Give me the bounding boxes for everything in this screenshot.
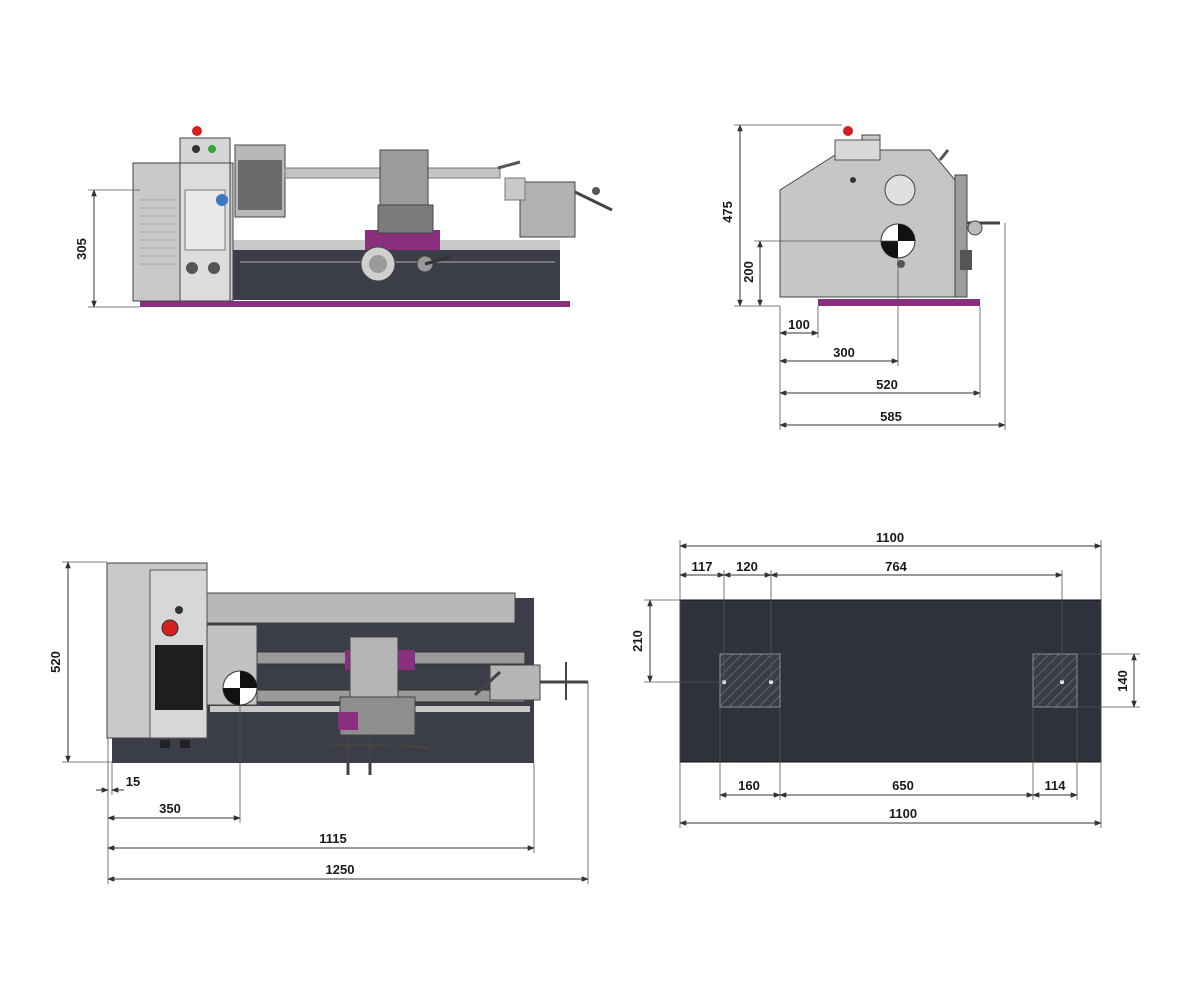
dim-label-350: 350	[159, 801, 181, 816]
lathe-side-drawing	[779, 126, 1000, 306]
dim-label-300: 300	[833, 345, 855, 360]
dim-label-200: 200	[741, 261, 756, 283]
dim-label-1250: 1250	[326, 862, 355, 877]
dim-label-117: 117	[692, 559, 713, 574]
dim-label-585: 585	[880, 409, 902, 424]
top-view: 520 15 350 1115 1250	[48, 561, 589, 884]
dim-120: 120	[723, 559, 772, 578]
dim-label-305: 305	[74, 238, 89, 260]
lathe-front-drawing	[132, 126, 613, 307]
dim-label-120: 120	[736, 559, 758, 574]
dim-label-1115: 1115	[319, 831, 347, 846]
front-view: 305	[74, 126, 613, 308]
dim-585: 585	[779, 409, 1006, 428]
dim-200: 200	[741, 240, 898, 307]
dim-140: 140	[1077, 653, 1140, 708]
dim-160: 160	[719, 778, 781, 798]
dim-label-210: 210	[630, 630, 645, 652]
dim-305: 305	[74, 189, 140, 308]
base-footprint-view: 1100 117 120 764 210 140 160	[630, 530, 1140, 828]
dim-520-top: 520	[48, 561, 112, 763]
dim-114: 114	[1032, 778, 1078, 798]
dim-650: 650	[779, 778, 1034, 798]
dim-1100-bottom: 1100	[679, 806, 1102, 826]
dim-300: 300	[779, 345, 899, 364]
dim-117: 117	[679, 559, 725, 578]
dim-label-140: 140	[1115, 670, 1130, 692]
dim-label-1100-top: 1100	[876, 530, 904, 545]
dim-label-1100-bottom: 1100	[889, 806, 917, 821]
dim-100: 100	[779, 317, 819, 336]
dim-764: 764	[770, 559, 1063, 578]
dim-15: 15	[96, 774, 140, 793]
dim-label-15: 15	[126, 774, 140, 789]
dim-1100-top: 1100	[679, 530, 1102, 549]
dim-label-650: 650	[892, 778, 914, 793]
dim-label-520-top: 520	[48, 651, 63, 673]
dim-label-100: 100	[788, 317, 810, 332]
dim-350: 350	[107, 801, 241, 821]
dim-label-520-side: 520	[876, 377, 898, 392]
dim-label-764: 764	[885, 559, 907, 574]
dim-475: 475	[720, 124, 842, 307]
side-view: 475 200 100 300 520 585	[720, 124, 1006, 430]
lathe-top-drawing	[106, 562, 588, 775]
dim-label-475: 475	[720, 201, 735, 223]
dim-label-114: 114	[1045, 778, 1067, 793]
dim-1250: 1250	[107, 862, 589, 882]
mount-pad-right	[1032, 653, 1078, 708]
dim-520-side: 520	[779, 377, 981, 396]
dim-1115: 1115	[107, 831, 535, 851]
dim-210: 210	[630, 599, 724, 683]
dim-label-160: 160	[738, 778, 760, 793]
